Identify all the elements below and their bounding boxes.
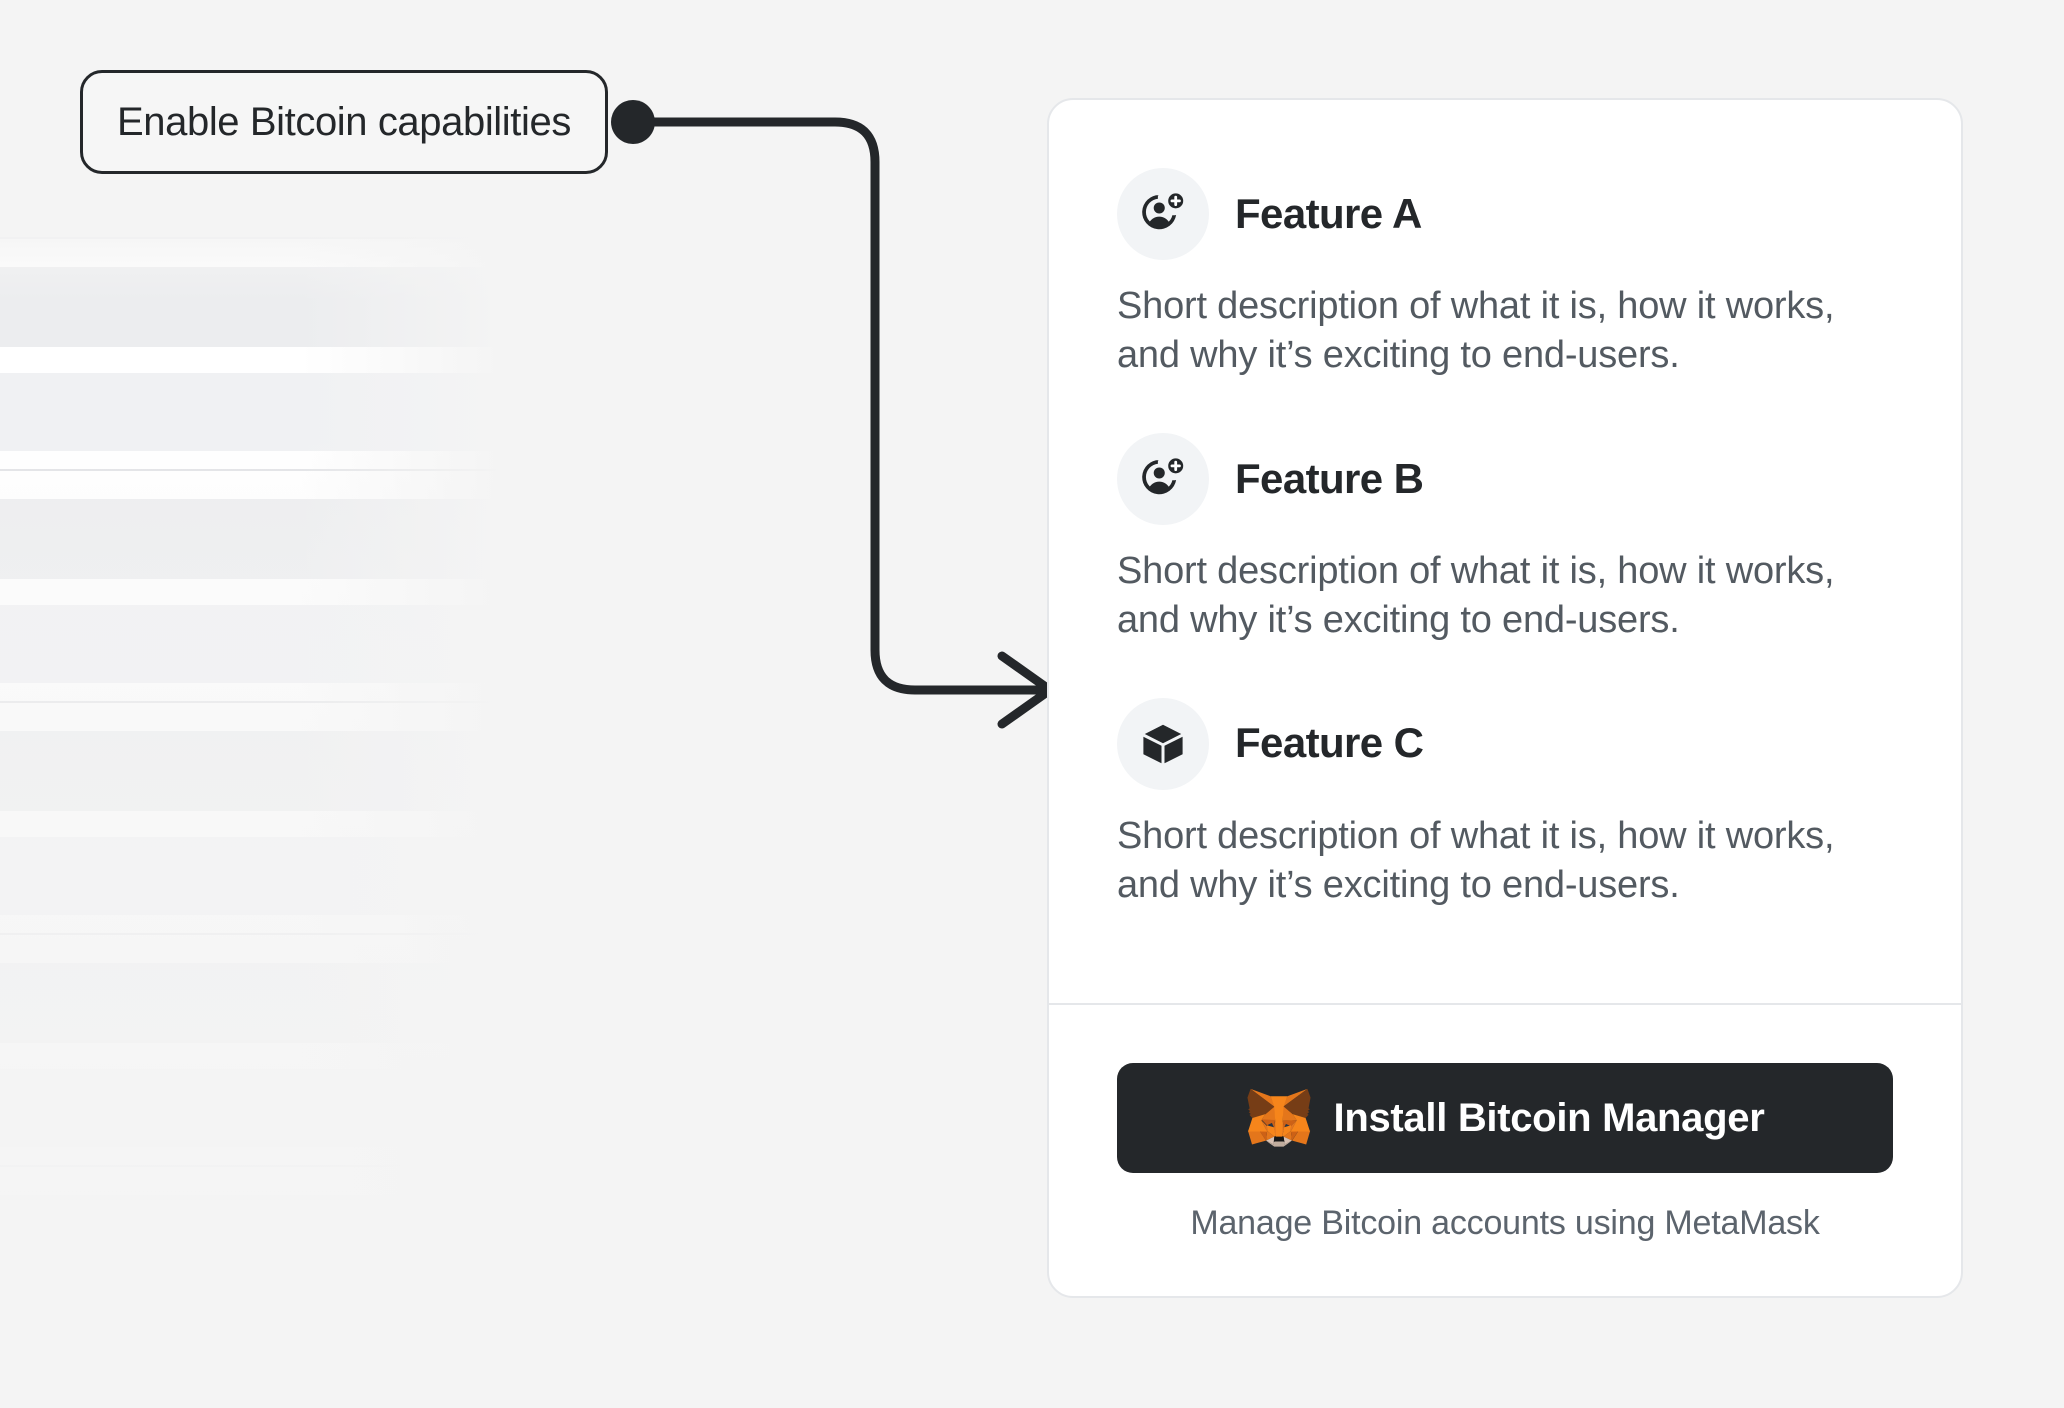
footer-caption: Manage Bitcoin accounts using MetaMask <box>1190 1204 1820 1243</box>
connector-path <box>628 117 1045 695</box>
skeleton-card <box>0 701 630 957</box>
install-bitcoin-manager-button[interactable]: Install Bitcoin Manager <box>1117 1063 1893 1174</box>
feature-description: Short description of what it is, how it … <box>1117 814 1835 906</box>
cube-icon <box>1117 697 1209 790</box>
feature-header: Feature A <box>1117 168 1893 260</box>
callout-pill[interactable]: Enable Bitcoin capabilities <box>80 70 608 174</box>
feature-header: Feature B <box>1117 432 1893 525</box>
feature-title: Feature C <box>1235 719 1424 767</box>
feature-header: Feature C <box>1117 697 1893 790</box>
install-button-label: Install Bitcoin Manager <box>1333 1096 1765 1141</box>
feature-list: Feature A Short description of what it i… <box>1049 100 1961 1003</box>
feature-description: Short description of what it is, how it … <box>1117 285 1835 377</box>
skeleton-bar-primary <box>0 499 604 579</box>
skeleton-card <box>0 469 630 725</box>
feature-card: Feature A Short description of what it i… <box>1047 98 1963 1298</box>
user-add-icon <box>1117 432 1209 525</box>
skeleton-bar-primary <box>0 1195 604 1275</box>
skeleton-bar-primary <box>0 731 604 811</box>
connector-arrowhead <box>997 651 1055 729</box>
skeleton-bar-secondary <box>0 373 604 451</box>
feature-item: Feature C Short description of what it i… <box>1117 697 1893 911</box>
feature-title: Feature A <box>1235 189 1422 237</box>
user-add-icon <box>1117 168 1209 260</box>
skeleton-bar-primary <box>0 963 604 1043</box>
skeleton-card <box>0 1165 630 1408</box>
card-footer: Install Bitcoin Manager Manage Bitcoin a… <box>1049 1005 1961 1296</box>
callout-pill-label: Enable Bitcoin capabilities <box>117 100 571 144</box>
feature-description: Short description of what it is, how it … <box>1117 549 1835 642</box>
skeleton-bar-secondary <box>0 605 604 683</box>
skeleton-card <box>0 933 630 1189</box>
feature-title: Feature B <box>1235 454 1424 502</box>
feature-item: Feature A Short description of what it i… <box>1117 168 1893 381</box>
skeleton-bar-secondary <box>0 1301 604 1379</box>
skeleton-bar-primary <box>0 267 604 347</box>
skeleton-bar-secondary <box>0 1069 604 1147</box>
skeleton-card-list <box>0 0 640 1408</box>
feature-item: Feature B Short description of what it i… <box>1117 432 1893 646</box>
skeleton-bar-secondary <box>0 837 604 915</box>
skeleton-card <box>0 237 630 493</box>
metamask-fox-icon <box>1246 1087 1312 1149</box>
card-divider <box>1049 1003 1961 1006</box>
